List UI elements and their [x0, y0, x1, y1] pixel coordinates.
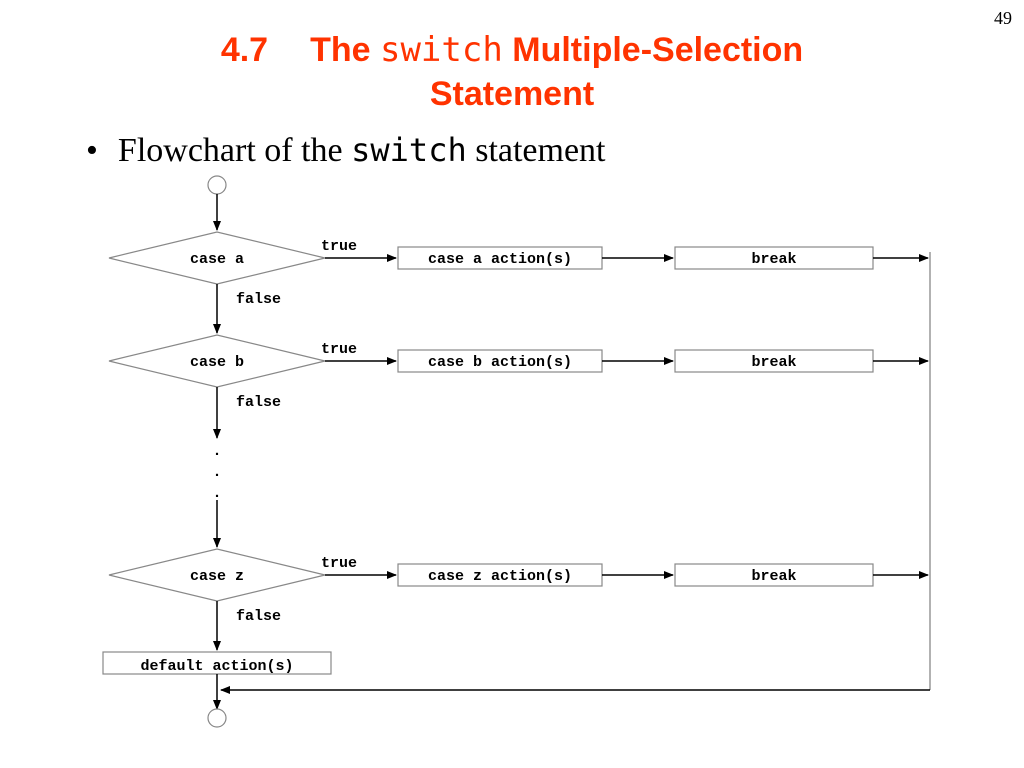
title-text-post: Multiple-Selection	[502, 31, 804, 69]
bullet-text-pre: Flowchart of the	[117, 132, 352, 169]
title-line-1: 4.7 The switch Multiple-Selection	[0, 28, 1024, 72]
start-node	[207, 175, 227, 195]
ellipsis-dot-3: .	[212, 485, 221, 502]
bullet-text-post: statement	[466, 132, 606, 169]
slide-title: 4.7 The switch Multiple-Selection Stateme…	[0, 28, 1024, 116]
title-section-number: 4.7	[220, 31, 269, 69]
true-label-case-a: true	[321, 238, 357, 255]
bullet-keyword: switch	[351, 131, 467, 169]
false-label-case-b: false	[236, 394, 281, 411]
default-action-label: default action(s)	[140, 658, 293, 675]
title-line-2: Statement	[429, 75, 595, 113]
true-label-case-b: true	[321, 341, 357, 358]
decision-label-case-a: case a	[190, 251, 244, 268]
bullet-symbol: •	[86, 132, 98, 169]
bullet-item: • Flowchart of the switch statement	[86, 128, 606, 173]
break-label-case-b: break	[751, 354, 796, 371]
flowchart-shapes: case a true case a action(s) break false case…	[102, 175, 931, 728]
break-label-case-z: break	[751, 568, 796, 585]
title-text-pre: The	[310, 31, 380, 69]
action-label-case-a: case a action(s)	[428, 251, 572, 268]
ellipsis-dot-1: .	[212, 443, 221, 460]
false-label-case-a: false	[236, 291, 281, 308]
end-node	[207, 708, 227, 728]
ellipsis-dot-2: .	[212, 464, 221, 481]
title-keyword: switch	[379, 30, 503, 70]
decision-label-case-z: case z	[190, 568, 244, 585]
true-label-case-z: true	[321, 555, 357, 572]
false-label-case-z: false	[236, 608, 281, 625]
action-label-case-b: case b action(s)	[428, 354, 572, 371]
break-label-case-a: break	[751, 251, 796, 268]
page-number: 49	[994, 8, 1012, 28]
decision-label-case-b: case b	[190, 354, 244, 371]
action-label-case-z: case z action(s)	[428, 568, 572, 585]
